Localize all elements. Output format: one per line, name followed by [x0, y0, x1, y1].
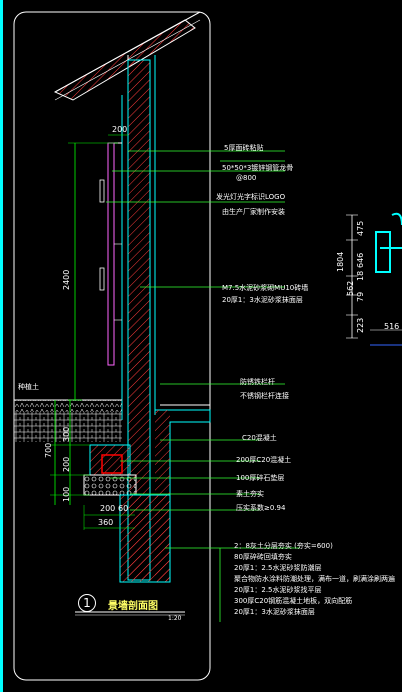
callout-c20: C20混凝土: [242, 434, 277, 442]
callout-tile: 5厚面砖粘贴: [224, 144, 264, 152]
roof-slab: [53, 19, 196, 101]
drawing-number: 1: [78, 594, 96, 612]
callout-logo: 发光灯光字标识LOGO: [216, 193, 286, 201]
floor-layer-3: 20厚1：2.5水泥砂浆防潮层: [234, 564, 322, 572]
ground-label: 种植土: [18, 383, 39, 391]
drawing-title: 景墙剖面图: [108, 601, 158, 612]
callout-plaster: 20厚1：3水泥砂浆抹面层: [222, 296, 303, 304]
floor-layer-6: 300厚C20钢筋混凝土地板，双向配筋: [234, 597, 353, 605]
leader-lines: [106, 150, 300, 622]
floor-layer-1: 2：8灰土分层夯实 (夯实=600): [234, 542, 333, 550]
callout-soil: 素土夯实: [236, 490, 264, 498]
floor-layer-5: 20厚1：2.5水泥砂浆找平层: [234, 586, 322, 594]
rdim-646: 646: [356, 252, 365, 268]
dim-foot-total: 360: [98, 518, 114, 527]
callout-railing: 防锈铁栏杆: [240, 378, 275, 386]
brick-fill: [14, 412, 122, 442]
drawing-scale: 1:20: [168, 615, 182, 622]
dim-200: 200: [62, 456, 71, 472]
dim-foot-b: 60: [118, 504, 129, 513]
callout-c20-slab: 200厚C20混凝土: [236, 456, 292, 464]
floor-layer-7: 20厚1：3水泥砂浆抹面层: [234, 608, 315, 616]
dim-foot-a: 200: [100, 504, 116, 513]
left-edge-bar: [0, 0, 3, 692]
rdim-79: 79: [356, 291, 365, 302]
rdim-223: 223: [356, 317, 365, 333]
callout-compaction: 压实系数≥0.94: [236, 504, 286, 512]
dim-top-width: 200: [112, 125, 128, 134]
callout-manufacturer: 由生产厂家制作安装: [222, 208, 285, 216]
dim-wall-height: 2400: [62, 269, 71, 290]
floor-layer-4: 聚合物防水涂料防潮处理，满布一道，刷满涂刷两遍: [234, 575, 395, 583]
callout-spacing: @800: [236, 174, 257, 182]
frame-border: [13, 11, 211, 681]
dim-300: 300: [62, 426, 71, 442]
callout-gravel: 100厚碎石垫层: [236, 474, 285, 482]
dim-100: 100: [62, 486, 71, 502]
planting-soil: [14, 400, 122, 412]
rdim-516: 516: [384, 322, 400, 331]
callout-railing-connect: 不锈钢栏杆连接: [240, 392, 289, 400]
rdim-475: 475: [356, 220, 365, 236]
rdim-18: 18: [356, 270, 365, 281]
highlight-box: [101, 454, 123, 474]
rdim-562: 562: [346, 280, 355, 296]
foundation-concrete: [89, 444, 131, 476]
floor-layer-2: 80厚碎砖回填夯实: [234, 553, 292, 561]
gravel-bed: [83, 474, 137, 496]
callout-steel-frame: 50*50*3镀锌钢管龙骨: [222, 164, 294, 172]
dim-700: 700: [44, 442, 53, 458]
facing-panel: [107, 142, 115, 366]
callout-brick-wall: M7.5水泥砂浆砌MU10砖墙: [222, 284, 309, 292]
rdim-total: 1804: [336, 251, 345, 272]
